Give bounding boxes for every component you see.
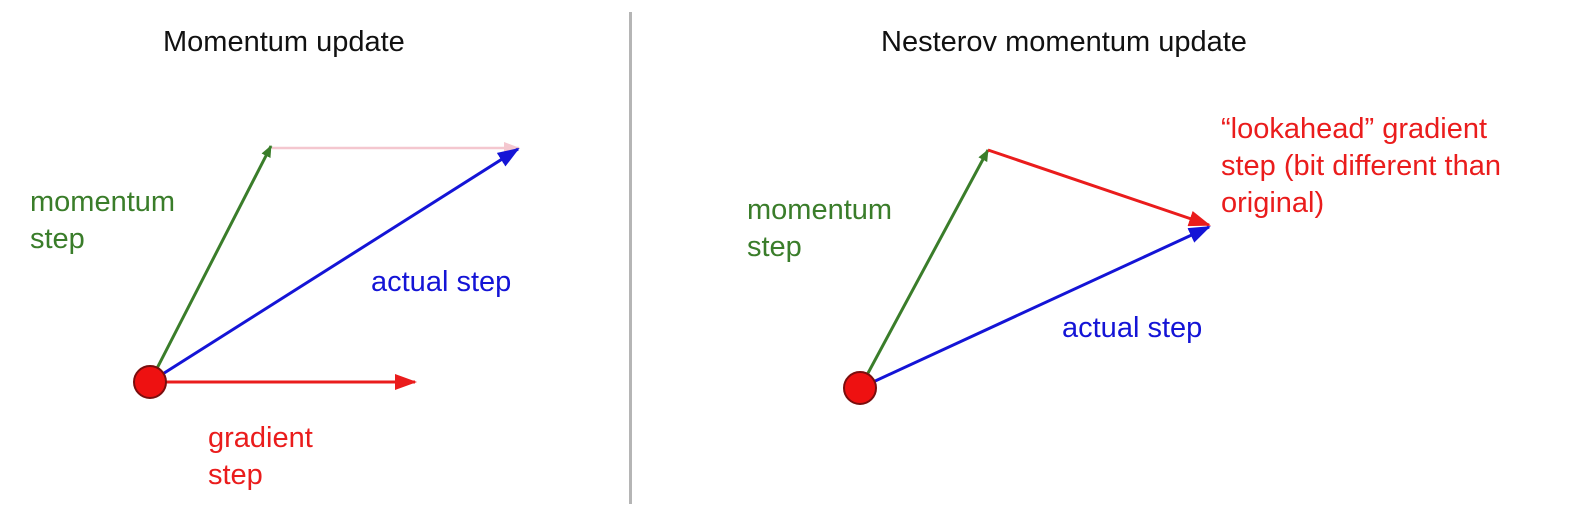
- left-actual-step-label: actual step: [371, 266, 512, 298]
- right-lookahead-gradient-arrow: [987, 148, 1211, 227]
- right-momentum-step-label: momentum step: [747, 194, 893, 263]
- right-actual-step-arrow: [859, 225, 1211, 390]
- left-gradient-step-label: gradient step: [208, 422, 313, 491]
- left-start-point: [133, 365, 167, 399]
- left-actual-step-arrow: [149, 147, 520, 384]
- right-actual-step-label: actual step: [1062, 312, 1203, 344]
- momentum-update-panel: Momentum update momentum step actual ste…: [0, 0, 630, 512]
- right-start-point: [843, 371, 877, 405]
- left-momentum-step-label: momentum step: [30, 186, 176, 255]
- left-panel-title: Momentum update: [163, 26, 405, 58]
- panel-divider: [629, 12, 632, 504]
- right-momentum-arrow: [858, 149, 990, 389]
- right-panel-title: Nesterov momentum update: [881, 26, 1247, 58]
- right-lookahead-gradient-label: “lookahead” gradient step (bit different…: [1221, 113, 1501, 219]
- left-momentum-arrow: [148, 145, 273, 383]
- nesterov-momentum-update-panel: Nesterov momentum update momentum step a…: [632, 0, 1570, 512]
